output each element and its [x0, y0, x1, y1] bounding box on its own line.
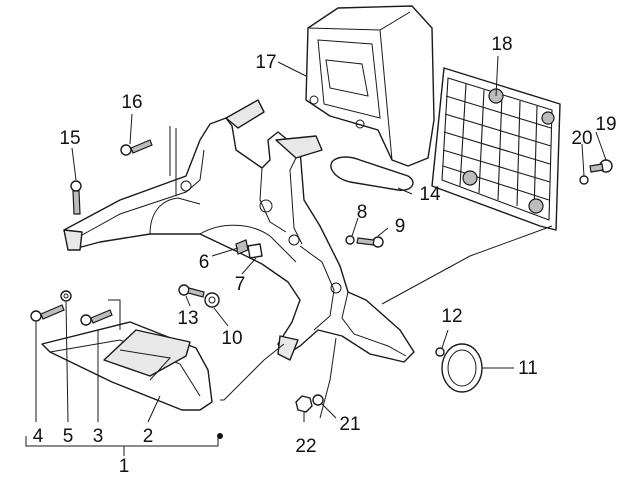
screw-4-part: [30, 304, 65, 322]
callout-12: 12: [441, 306, 462, 327]
taillight-housing-part: [305, 5, 435, 167]
callout-1: 1: [119, 456, 130, 477]
callout-11: 11: [518, 358, 538, 379]
callout-16: 16: [121, 92, 142, 113]
spacer-7-part: [247, 243, 263, 259]
callout-13: 13: [177, 308, 198, 329]
screw-3-part: [80, 309, 113, 326]
callout-8: 8: [357, 202, 368, 223]
washer-20-part: [579, 175, 589, 185]
screw-16-part: [120, 139, 153, 156]
leader-dot: [217, 433, 223, 439]
callout-21: 21: [339, 414, 360, 435]
oval-lens-part: [330, 156, 414, 191]
callout-4: 4: [33, 426, 44, 447]
washer-21-part: [312, 394, 324, 406]
nut-22-part: [295, 395, 313, 413]
callout-18: 18: [491, 34, 512, 55]
round-reflector-part: [441, 343, 483, 393]
callout-labels: 1 2 3 4 5 6 7 8 9 10 11 12 13 14 15 16 1…: [33, 34, 617, 477]
license-plate-bracket-part: [431, 67, 561, 231]
callout-20: 20: [571, 128, 592, 149]
callout-2: 2: [143, 426, 154, 447]
leader-lines: [25, 55, 607, 456]
callout-17: 17: [255, 52, 276, 73]
callout-22: 22: [295, 436, 316, 457]
callout-14: 14: [419, 184, 441, 205]
washer-10-part: [204, 292, 220, 308]
screw-9-part: [356, 236, 384, 248]
splash-guard-part: [41, 321, 213, 411]
callout-10: 10: [221, 328, 242, 349]
callout-3: 3: [93, 426, 104, 447]
rear-mudguard-frame-part: [63, 99, 415, 363]
washer-5-part: [60, 290, 72, 302]
callout-5: 5: [63, 426, 74, 447]
callout-9: 9: [395, 216, 406, 237]
callout-6: 6: [199, 252, 210, 273]
washer-12-part: [435, 347, 445, 357]
callout-7: 7: [235, 274, 246, 295]
callout-19: 19: [595, 114, 616, 135]
callout-15: 15: [59, 128, 80, 149]
screw-15-part: [70, 180, 82, 215]
screw-19-part: [589, 159, 613, 173]
bolt-13-part: [178, 284, 205, 298]
washer-8-part: [345, 235, 355, 245]
